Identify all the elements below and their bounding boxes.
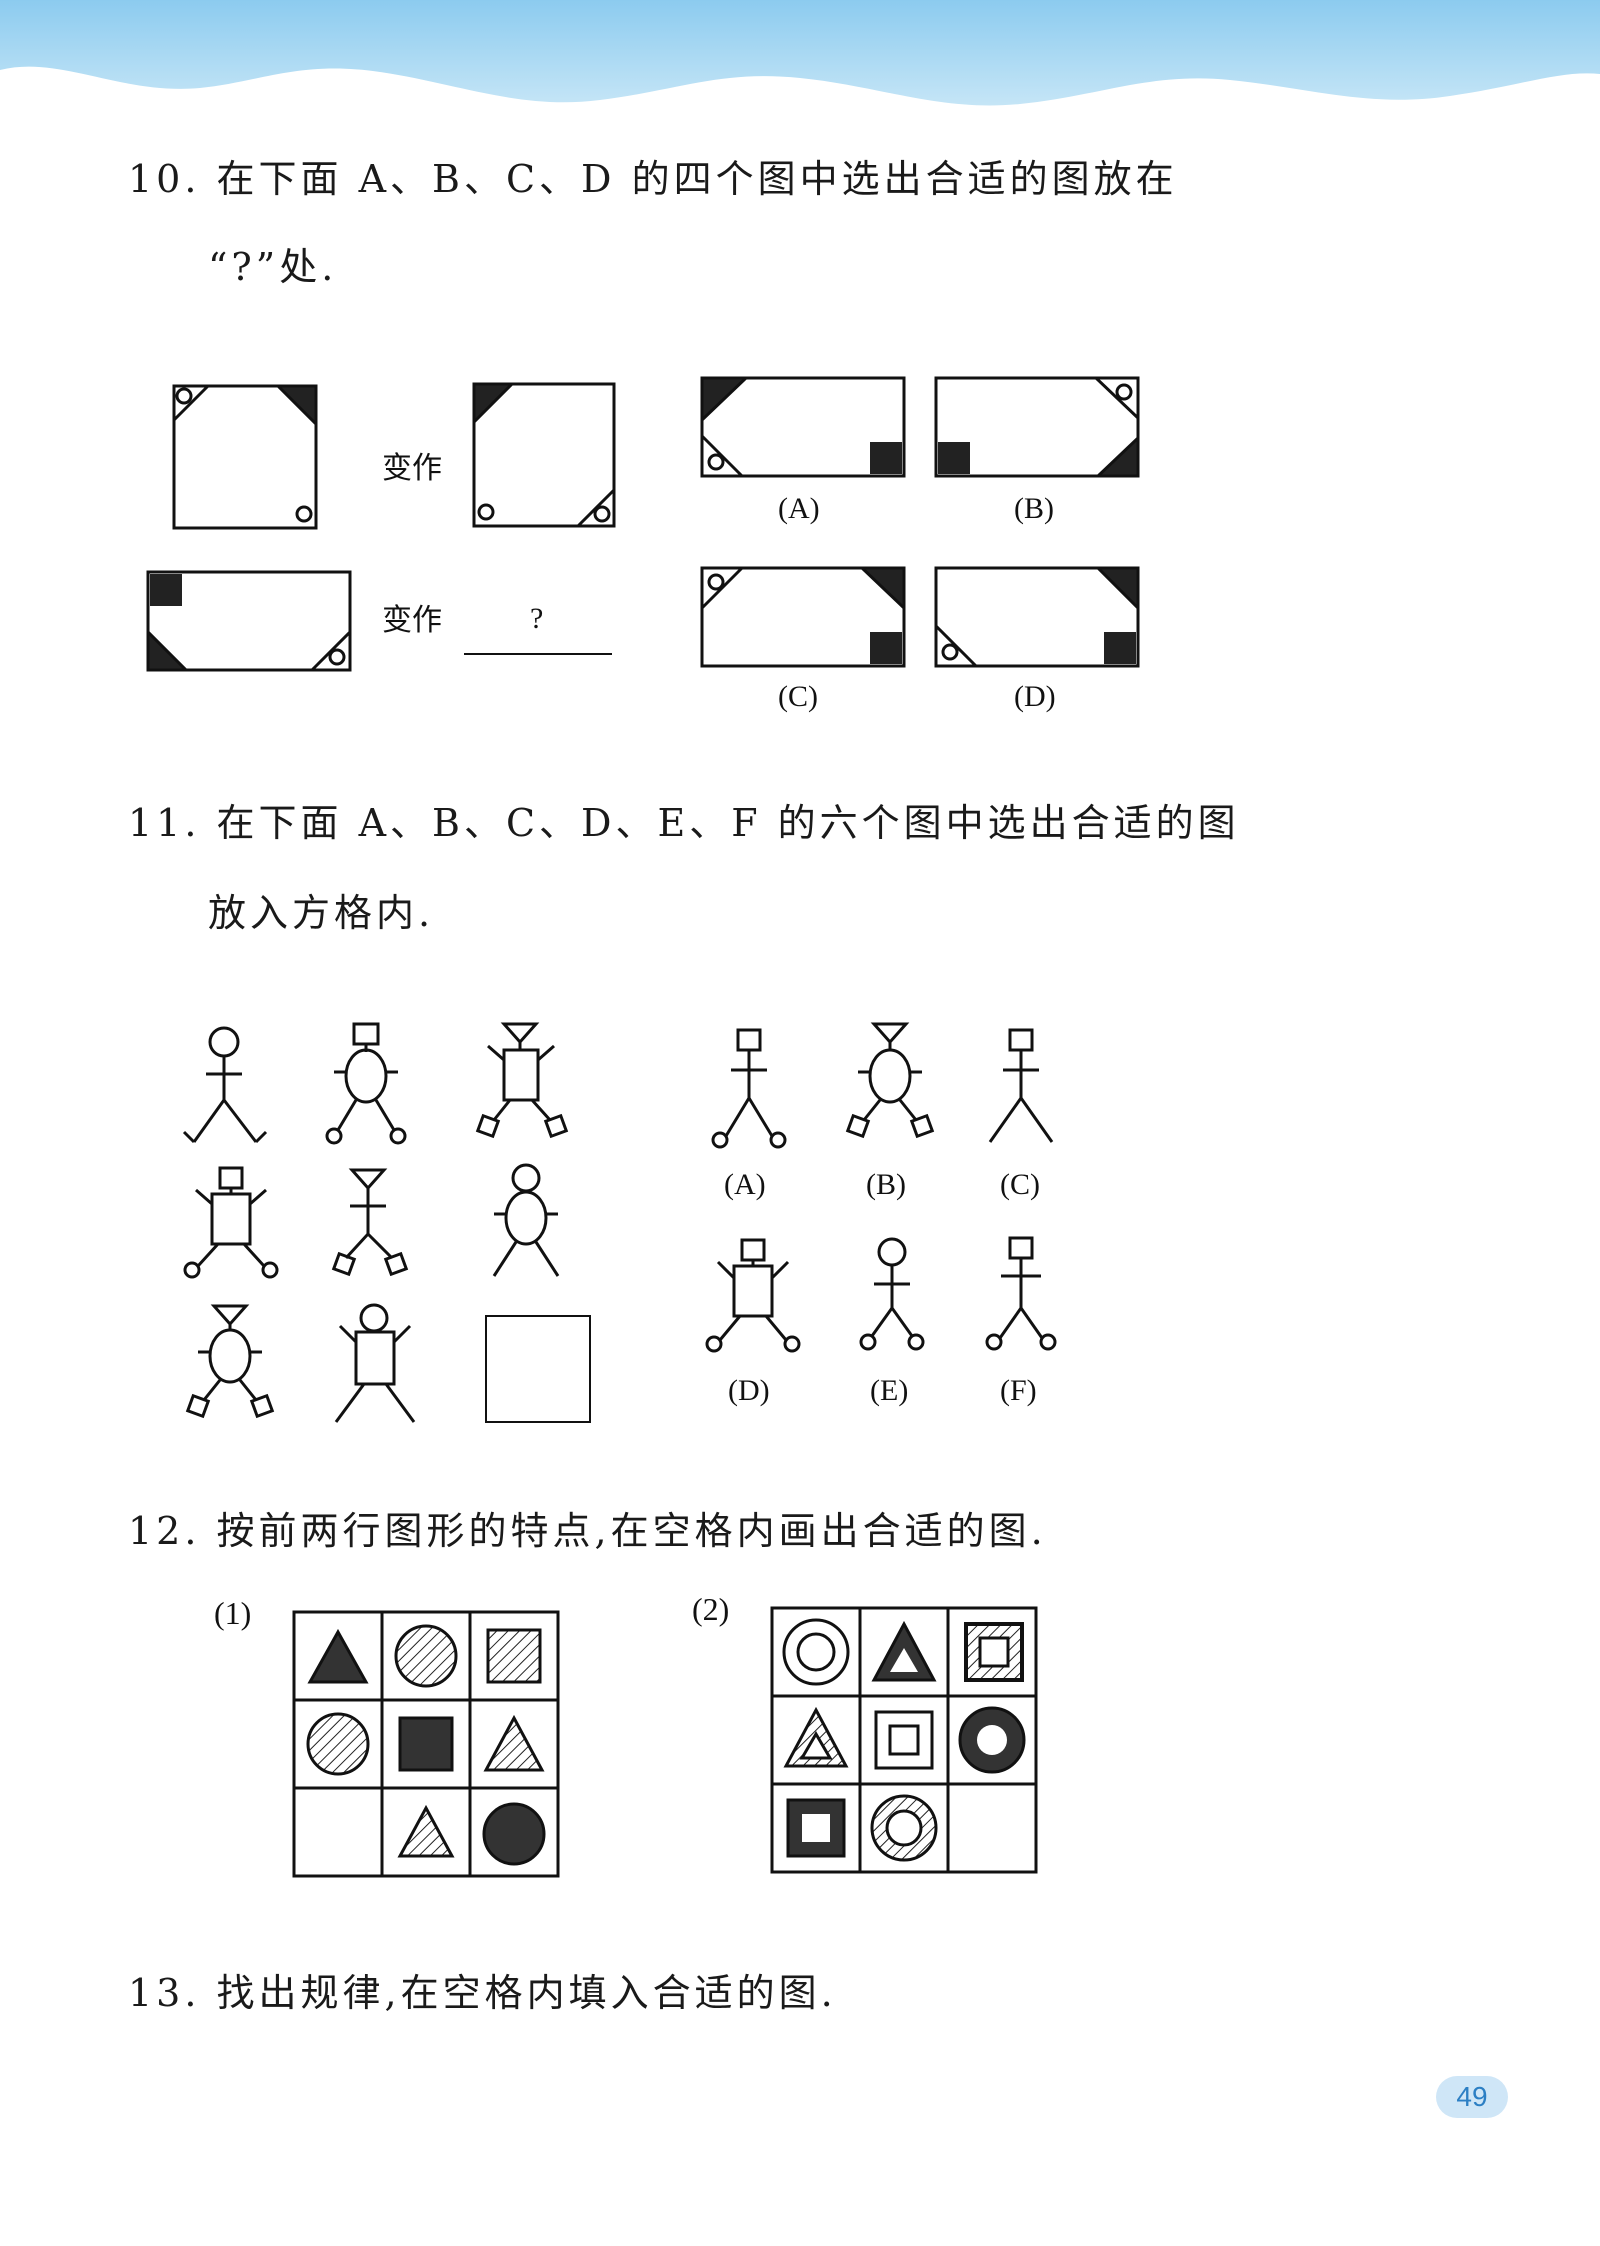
q10-option-c (700, 566, 906, 668)
q12-1-hatched-circle (394, 1624, 458, 1688)
q12-1-hatched-triangle-2 (397, 1804, 455, 1858)
q12-1-hatched-square (486, 1628, 542, 1684)
q12-1-hatched-triangle (483, 1714, 545, 1772)
header-cloud-band (0, 0, 1600, 140)
q11-option-c (988, 1028, 1054, 1143)
q11-option-c-label: (C) (1000, 1168, 1040, 1201)
q11-option-f-label: (F) (1000, 1374, 1037, 1407)
q10-option-c-label: (C) (778, 680, 818, 713)
q11-option-a (711, 1028, 787, 1149)
q10-original-square (172, 384, 318, 530)
q11-grid-figure-4 (183, 1166, 279, 1279)
q11-line1: 11. 在下面 A、B、C、D、E、F 的六个图中选出合适的图 (128, 801, 1240, 845)
q12-2-hatched-square-frame (964, 1622, 1024, 1682)
q11-grid-figure-7 (185, 1304, 275, 1419)
q11-option-e (859, 1237, 925, 1351)
q11-option-d (705, 1238, 801, 1353)
q11-grid-figure-1 (182, 1026, 268, 1144)
page-number-badge: 49 (1436, 2076, 1508, 2118)
q11-option-e-label: (E) (870, 1374, 908, 1407)
q11-option-d-label: (D) (728, 1374, 770, 1407)
q11-option-f (985, 1236, 1057, 1351)
q13-line1: 13. 找出规律,在空格内填入合适的图. (128, 1971, 837, 2015)
q10-option-a (700, 376, 906, 478)
q11-line2: 放入方格内. (208, 891, 435, 935)
q12-part1-label: (1) (214, 1595, 251, 1631)
q10-option-d (934, 566, 1140, 668)
q11-grid-figure-2 (325, 1022, 407, 1145)
q11-grid-figure-6 (492, 1163, 560, 1277)
q10-option-b (934, 376, 1140, 478)
q12-2-thick-triangle (871, 1620, 937, 1682)
q10-option-d-label: (D) (1014, 680, 1056, 713)
q10-line1: 10. 在下面 A、B、C、D 的四个图中选出合适的图放在 (128, 157, 1178, 201)
q10-option-a-label: (A) (778, 492, 820, 525)
q12-line1: 12. 按前两行图形的特点,在空格内画出合适的图. (128, 1509, 1047, 1553)
q10-becomes-label-2: 变作 (382, 603, 442, 638)
q10-option-b-label: (B) (1014, 492, 1054, 525)
q12-grid-1 (292, 1610, 560, 1878)
q11-grid-figure-8 (334, 1303, 416, 1423)
q12-2-square-in-square (874, 1710, 934, 1770)
q10-transformed-square (472, 382, 616, 528)
q12-part2-label: (2) (692, 1591, 729, 1627)
q12-grid-2 (770, 1606, 1038, 1874)
q12-1-hatched-circle-2 (306, 1712, 370, 1776)
q10-question-mark: ? (530, 602, 543, 635)
q12-2-hatched-triangle-frame (783, 1706, 849, 1768)
q12-2-hatched-ring (870, 1794, 938, 1862)
q11-option-b (845, 1022, 935, 1139)
q11-empty-answer-box (485, 1315, 591, 1423)
q12-2-thick-ring (958, 1706, 1026, 1774)
q11-grid-figure-3 (475, 1022, 569, 1139)
q12-2-thick-square-frame (786, 1798, 846, 1858)
q12-1-solid-square (398, 1716, 454, 1772)
q10-becomes-label-1: 变作 (382, 451, 442, 486)
q12-1-solid-triangle (307, 1628, 369, 1684)
q12-1-solid-circle (482, 1802, 546, 1866)
q10-line2: “?”处. (208, 245, 338, 289)
q11-grid-figure-5 (331, 1168, 409, 1277)
q11-option-a-label: (A) (724, 1168, 766, 1201)
q11-option-b-label: (B) (866, 1168, 906, 1201)
q12-2-ring-in-circle (782, 1618, 850, 1686)
q10-original-rectangle (146, 570, 352, 672)
